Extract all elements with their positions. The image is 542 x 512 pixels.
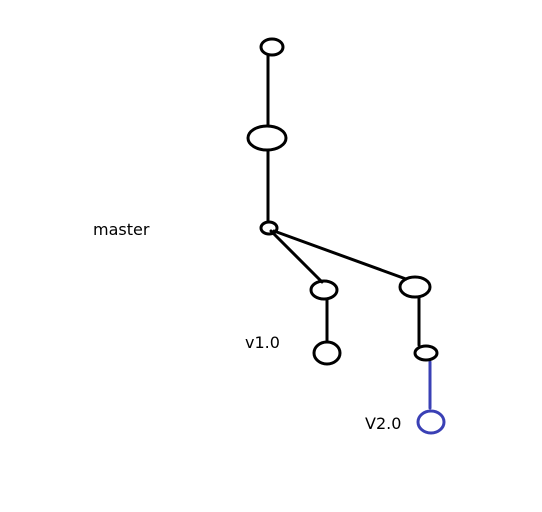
commit-nodes <box>246 37 446 435</box>
commit-edges <box>266 54 421 347</box>
commit-node-v2-branch <box>398 275 432 299</box>
commit-node-2 <box>246 124 288 152</box>
edge-master-to-v1-branch <box>269 229 324 284</box>
label-v2: V2.0 <box>365 414 401 433</box>
commit-node-v2-tip <box>416 409 446 435</box>
commit-node-master <box>259 220 279 236</box>
edge-master-to-v2-branch <box>272 229 408 281</box>
label-v1: v1.0 <box>245 333 280 352</box>
label-master: master <box>93 220 150 239</box>
commit-node-v2-commit <box>413 344 439 362</box>
commit-node-root <box>259 37 285 57</box>
commit-node-v1-tip <box>312 340 342 366</box>
commit-node-v1-branch <box>309 279 339 301</box>
